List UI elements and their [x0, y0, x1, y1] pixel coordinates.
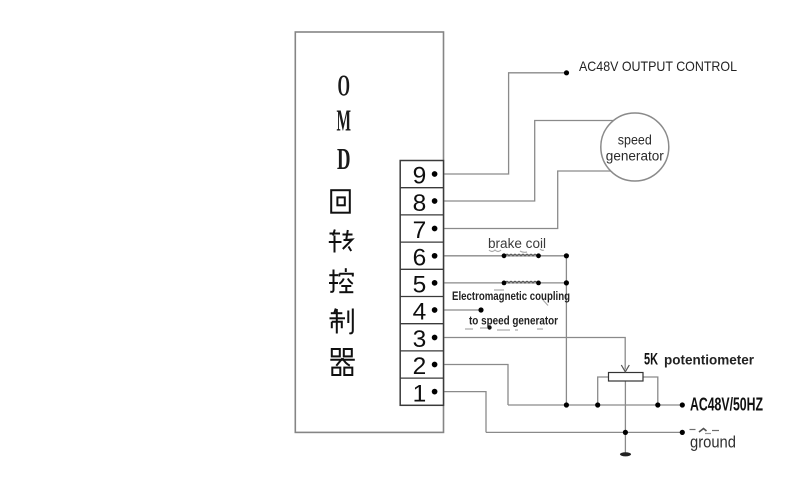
svg-text:ground: ground: [690, 434, 736, 452]
svg-text:7: 7: [413, 217, 427, 244]
svg-text:5K: 5K: [644, 350, 658, 369]
svg-text:speed: speed: [618, 133, 652, 148]
svg-text:5: 5: [413, 272, 427, 299]
svg-text:brake coil: brake coil: [488, 236, 546, 251]
svg-text:generator: generator: [606, 149, 664, 164]
svg-text:potentiometer: potentiometer: [664, 352, 755, 368]
svg-text:Electromagnetic coupling: Electromagnetic coupling: [452, 291, 570, 303]
svg-text:D: D: [337, 141, 351, 176]
svg-text:M: M: [337, 103, 352, 138]
svg-text:6: 6: [413, 244, 427, 271]
svg-text:8: 8: [413, 190, 427, 217]
svg-text:2: 2: [413, 353, 427, 380]
svg-text:1: 1: [413, 380, 427, 407]
svg-text:O: O: [338, 68, 351, 103]
svg-text:4: 4: [413, 299, 427, 326]
svg-text:3: 3: [413, 326, 427, 353]
svg-text:9: 9: [413, 163, 427, 190]
svg-text:AC48V OUTPUT CONTROL: AC48V OUTPUT CONTROL: [579, 58, 737, 74]
svg-text:AC48V/50HZ: AC48V/50HZ: [690, 395, 763, 415]
svg-text:to speed generator: to speed generator: [469, 316, 558, 328]
